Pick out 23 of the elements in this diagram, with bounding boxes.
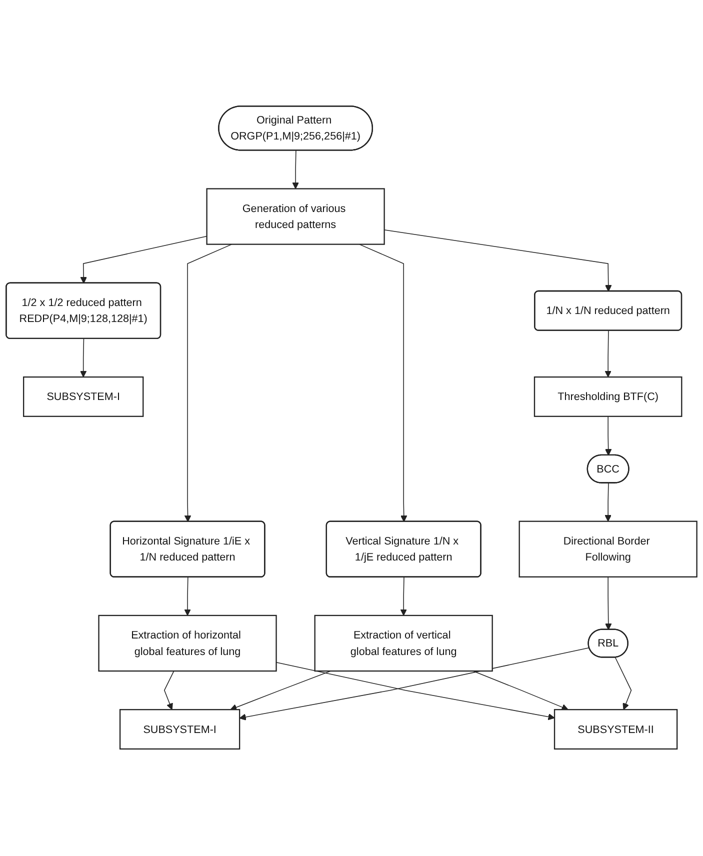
arrow (400, 577, 407, 616)
arrow (184, 577, 191, 616)
arrow (80, 236, 208, 284)
arrow (292, 150, 299, 190)
arrow (164, 671, 174, 710)
node-box: Directional Border Following (518, 521, 698, 578)
node-box: Generation of various reduced patterns (206, 188, 385, 246)
arrow (604, 416, 612, 456)
node-box: SUBSYSTEM-II (554, 709, 678, 750)
arrow (276, 662, 555, 721)
node-box: Extraction of horizontal global features of lung (98, 615, 277, 672)
arrow (604, 330, 612, 378)
node-box: SUBSYSTEM-I (119, 709, 240, 750)
arrow (604, 483, 612, 522)
node-box: Extraction of vertical global features of lung (314, 615, 493, 672)
node-box: Thresholding BTF(C) (534, 376, 682, 418)
arrow (80, 338, 87, 378)
arrow (614, 658, 632, 710)
node-box: SUBSYSTEM-I (23, 376, 144, 418)
arrow (384, 230, 612, 292)
arrow (472, 671, 568, 711)
arrow (605, 576, 612, 630)
arrow (239, 648, 590, 721)
